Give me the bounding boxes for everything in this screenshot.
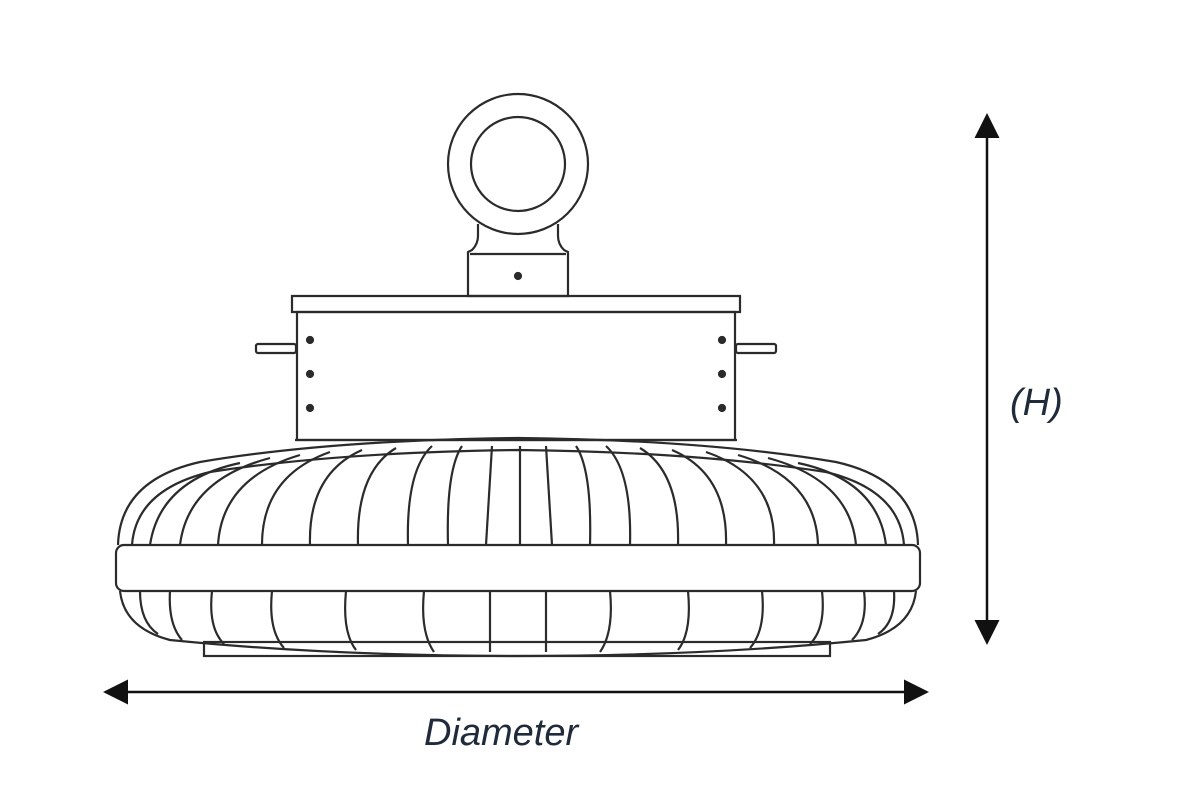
height-label: (H) (1010, 382, 1063, 424)
heat-sink (114, 436, 922, 658)
driver-box (254, 294, 778, 442)
eye-bolt (446, 92, 590, 298)
diameter-label: Diameter (424, 712, 579, 754)
